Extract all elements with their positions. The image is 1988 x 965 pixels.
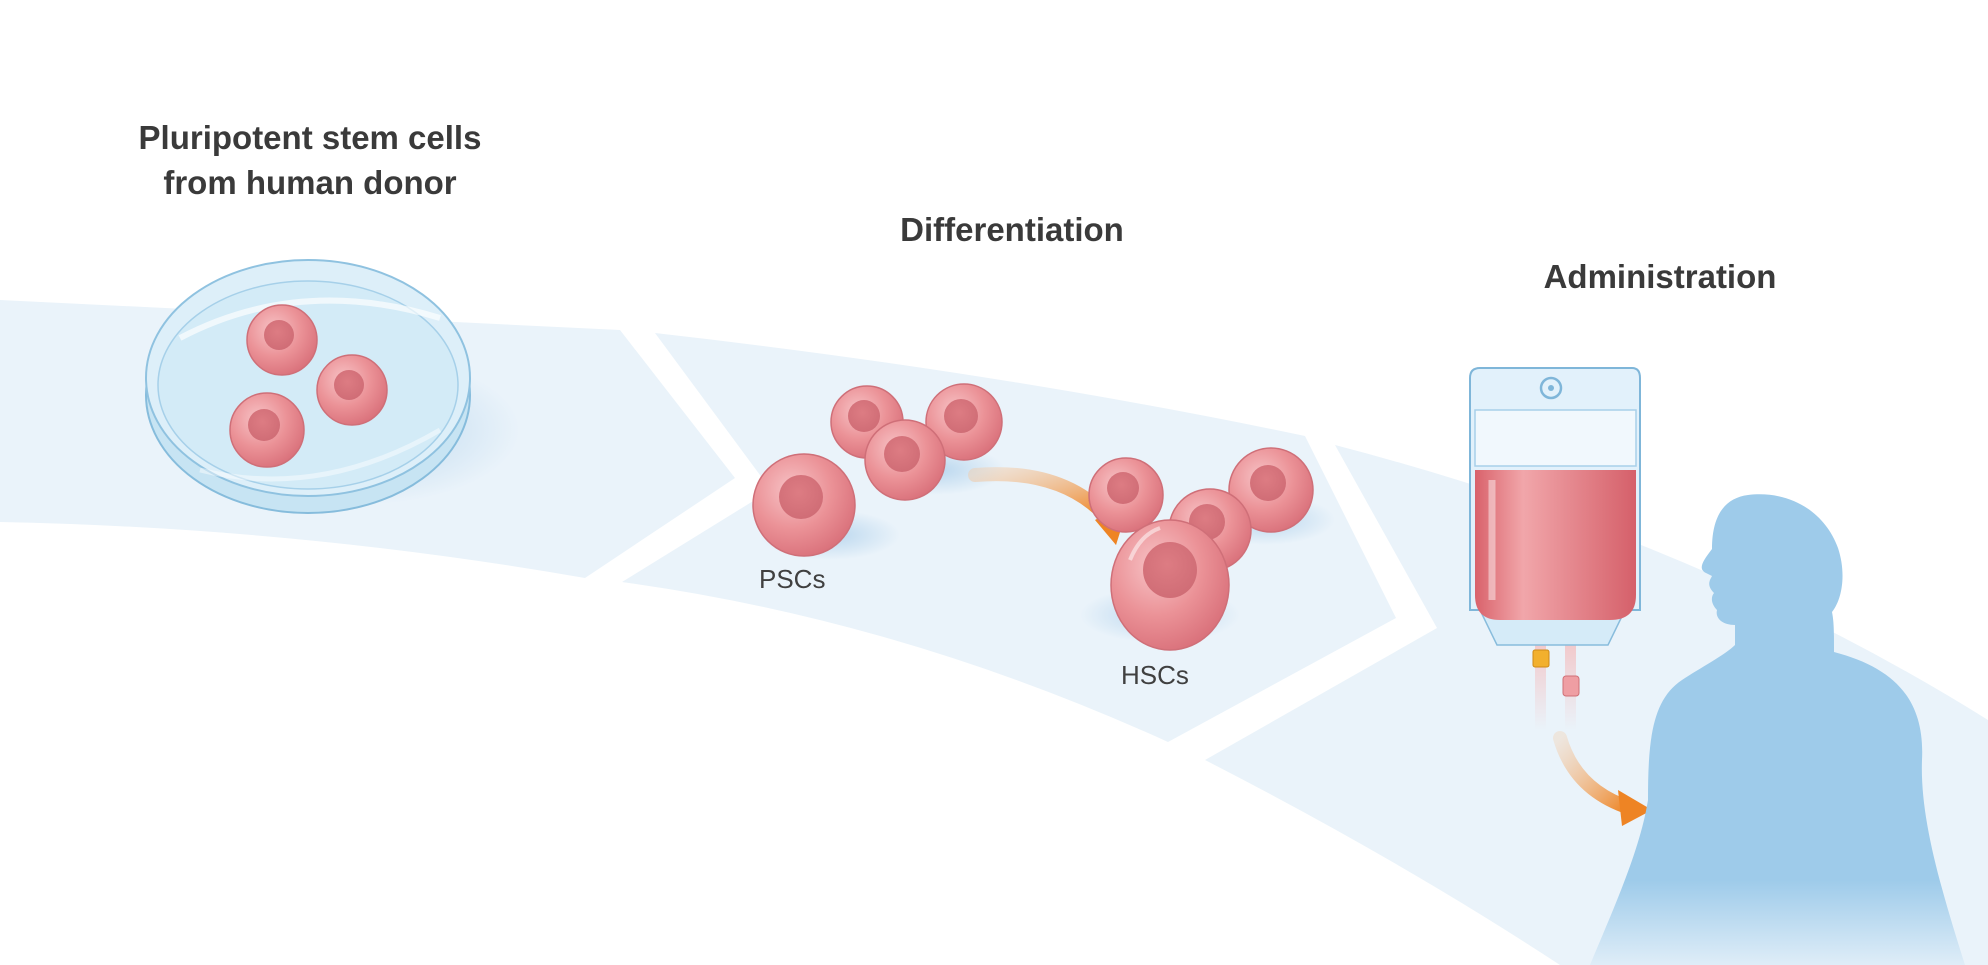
stem-cell-icon xyxy=(316,354,388,426)
stem-cell-icon xyxy=(229,392,305,468)
stem-cell-icon xyxy=(752,453,856,557)
administration-step-title: Administration xyxy=(1543,258,1777,295)
human-silhouette-icon xyxy=(1590,494,1965,965)
psc-label: PSCs xyxy=(759,564,826,594)
stem-cell-icon xyxy=(1110,519,1230,651)
donor-step-title: Pluripotent stem cells from human donor xyxy=(90,115,530,205)
stem-cell-icon xyxy=(1228,447,1314,533)
donor-title-line-2: from human donor xyxy=(163,164,457,201)
stem-cell-icon xyxy=(864,419,946,501)
differentiation-step-title: Differentiation xyxy=(900,211,1124,248)
arrow-icon xyxy=(1553,731,1652,826)
dish-cells xyxy=(229,304,388,468)
hsc-cluster xyxy=(1080,447,1335,651)
stem-cell-icon xyxy=(925,383,1003,461)
stem-cell-icon xyxy=(1088,457,1164,533)
iv-bag-icon xyxy=(1469,367,1641,730)
hsc-label: HSCs xyxy=(1121,660,1189,690)
psc-cluster xyxy=(752,383,1005,560)
stem-cell-icon xyxy=(246,304,318,376)
donor-title-line-1: Pluripotent stem cells xyxy=(138,119,482,156)
